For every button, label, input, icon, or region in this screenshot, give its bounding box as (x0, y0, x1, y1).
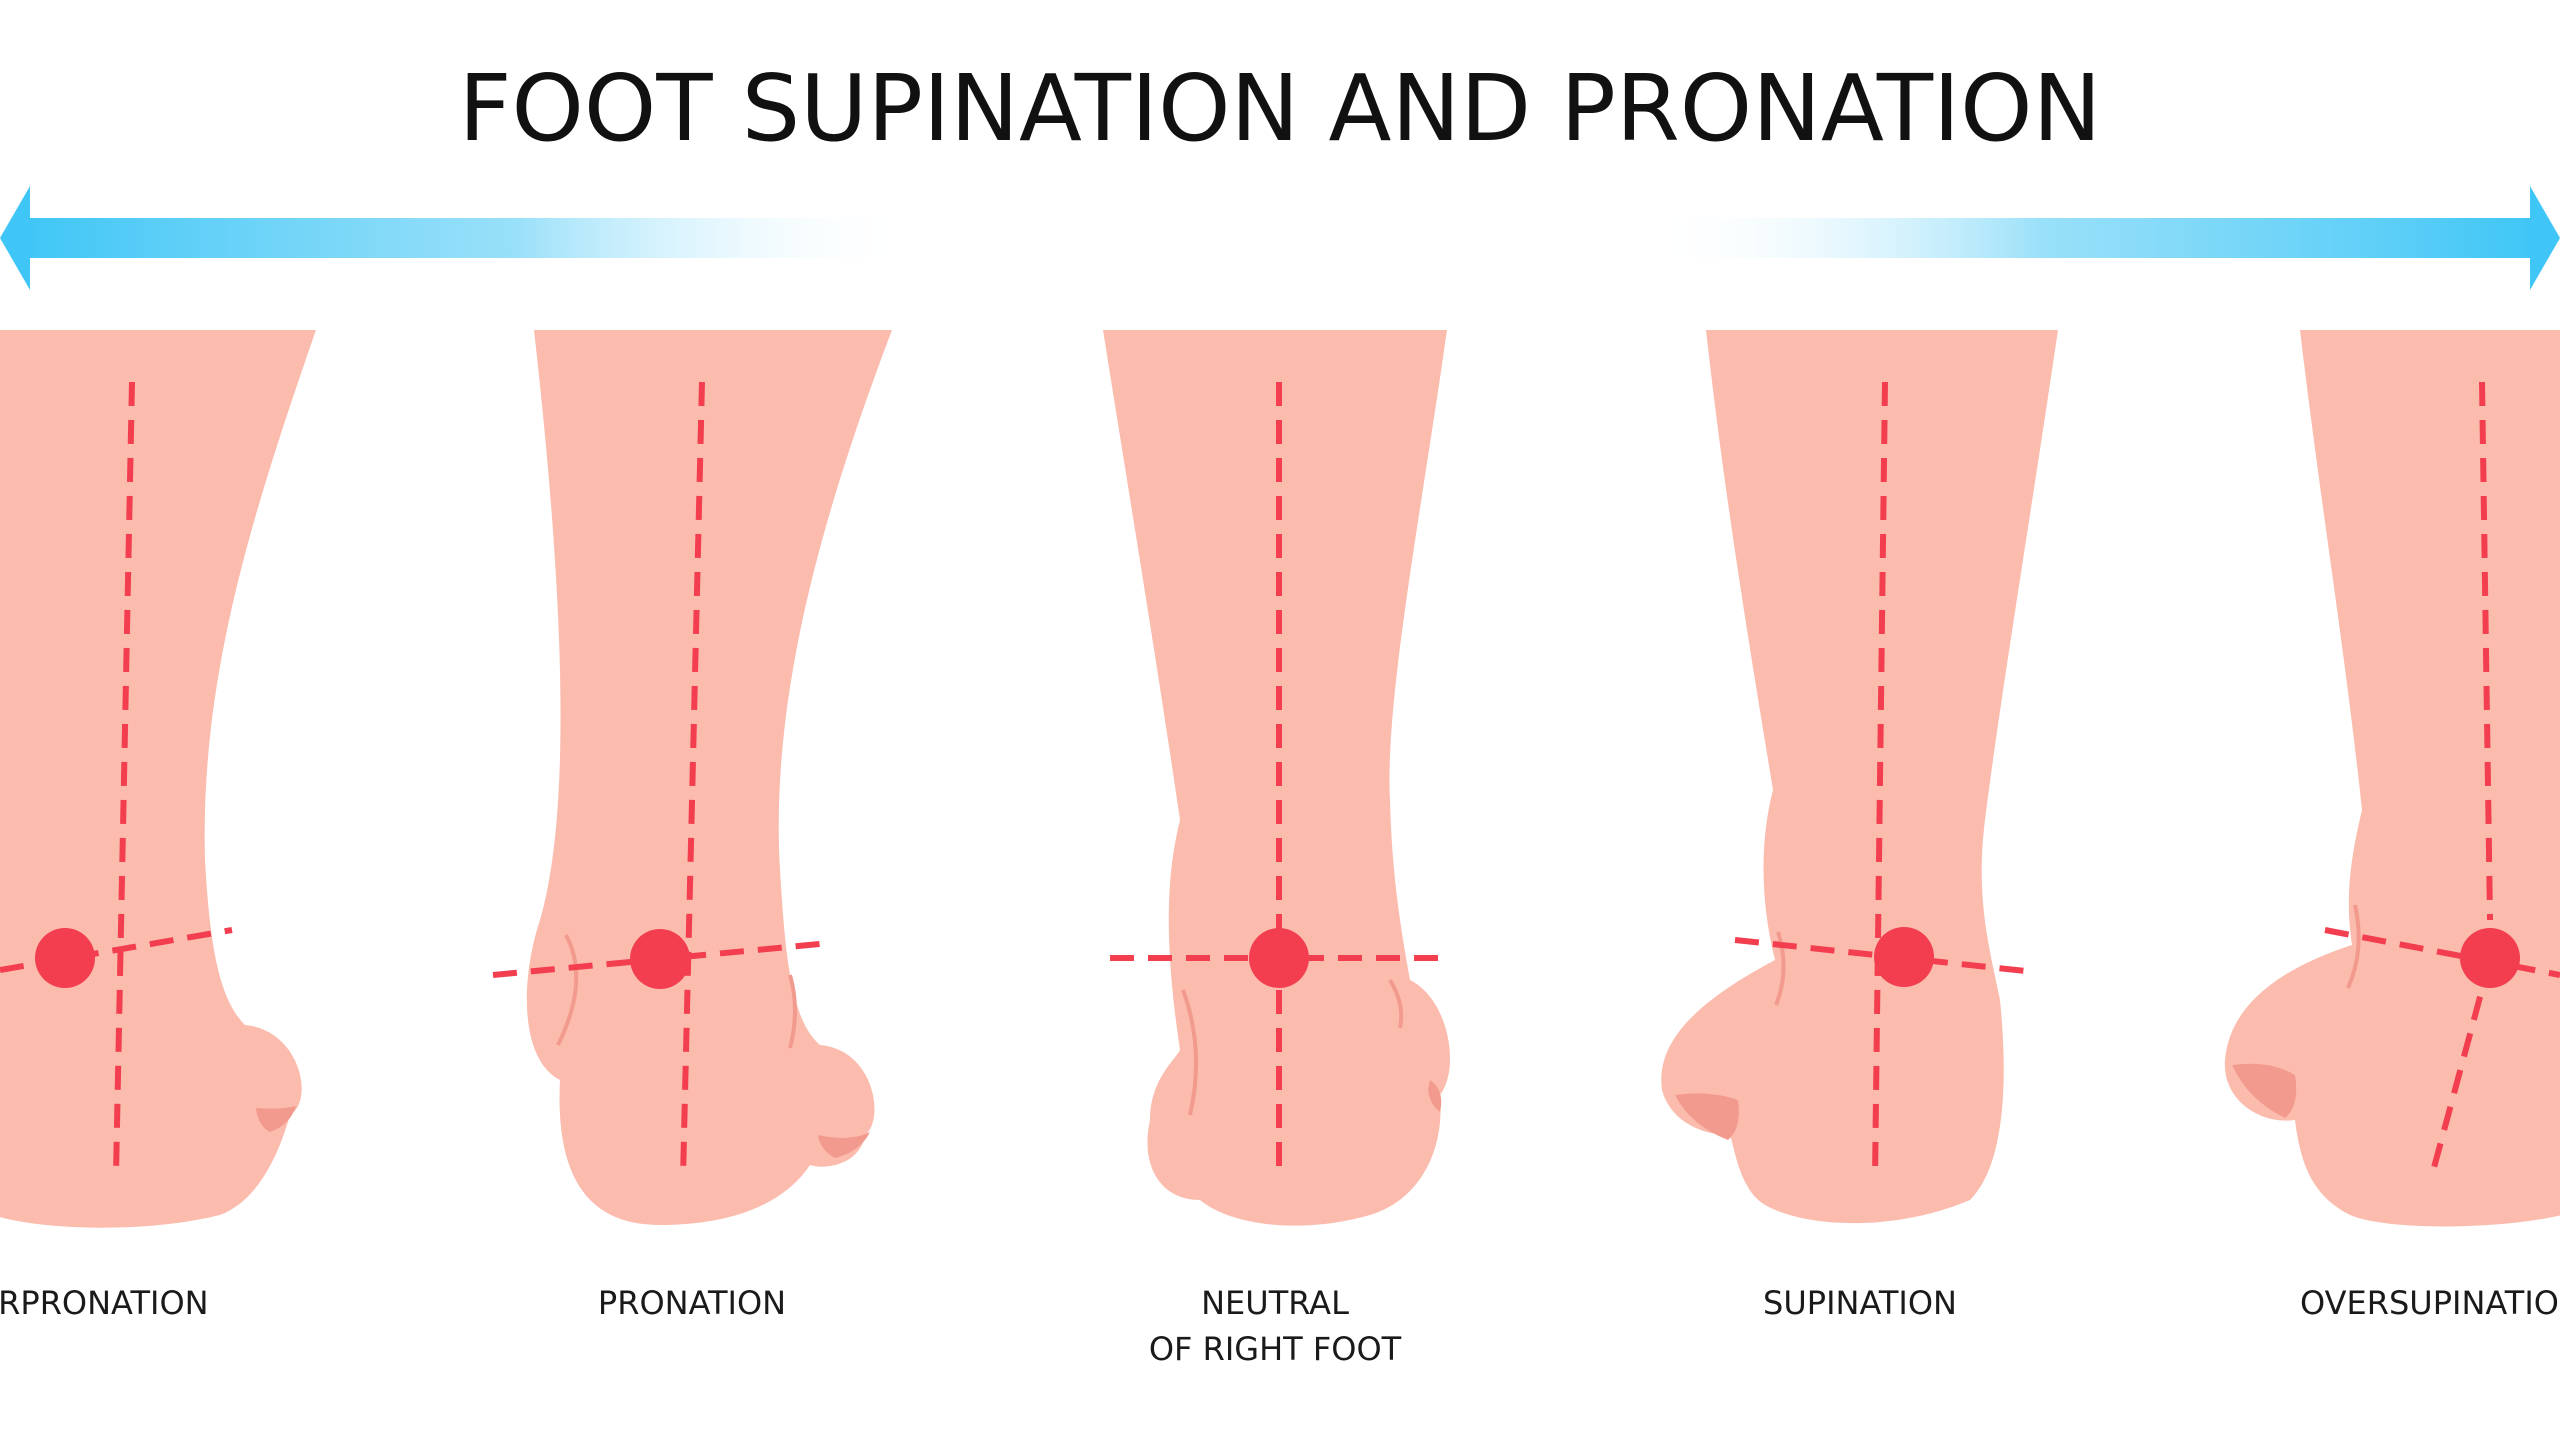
pivot-marker (2460, 928, 2520, 988)
axis-line-vertical (680, 381, 705, 1179)
axis-line-horizontal (1734, 937, 2036, 975)
pivot-marker (1874, 927, 1934, 987)
label-overpronation: OVERPRONATION (0, 1280, 270, 1326)
foot-supination (1661, 330, 2058, 1224)
label-line: OVERPRONATION (0, 1284, 209, 1322)
pivot-marker (630, 929, 690, 989)
pivot-marker (35, 928, 95, 988)
axis-line-vertical (1872, 381, 1888, 1179)
label-line: OF RIGHT FOOT (1148, 1330, 1402, 1368)
label-line: PRONATION (597, 1284, 787, 1322)
foot-neutral (1103, 330, 1450, 1226)
label-line: OVERSUPINATION (2300, 1284, 2560, 1322)
label-supination: SUPINATION (1660, 1280, 2060, 1326)
foot-overpronation (0, 330, 316, 1228)
label-pronation: PRONATION (492, 1280, 892, 1326)
foot-oversupination (2224, 330, 2560, 1227)
left-arrow (0, 186, 915, 290)
axis-line-horizontal (2324, 927, 2560, 978)
pivot-marker (1249, 928, 1309, 988)
right-arrow (1645, 186, 2560, 290)
axis-line-vertical (113, 381, 135, 1176)
axis-line-vertical (2479, 381, 2493, 921)
label-oversupination: OVERSUPINATION (2300, 1280, 2560, 1326)
foot-pronation (492, 330, 892, 1225)
label-neutral: NEUTRAL OF RIGHT FOOT (1075, 1280, 1475, 1372)
label-line: SUPINATION (1763, 1284, 1957, 1322)
label-line: NEUTRAL (1201, 1284, 1349, 1322)
page-title: FOOT SUPINATION AND PRONATION (458, 55, 2102, 162)
